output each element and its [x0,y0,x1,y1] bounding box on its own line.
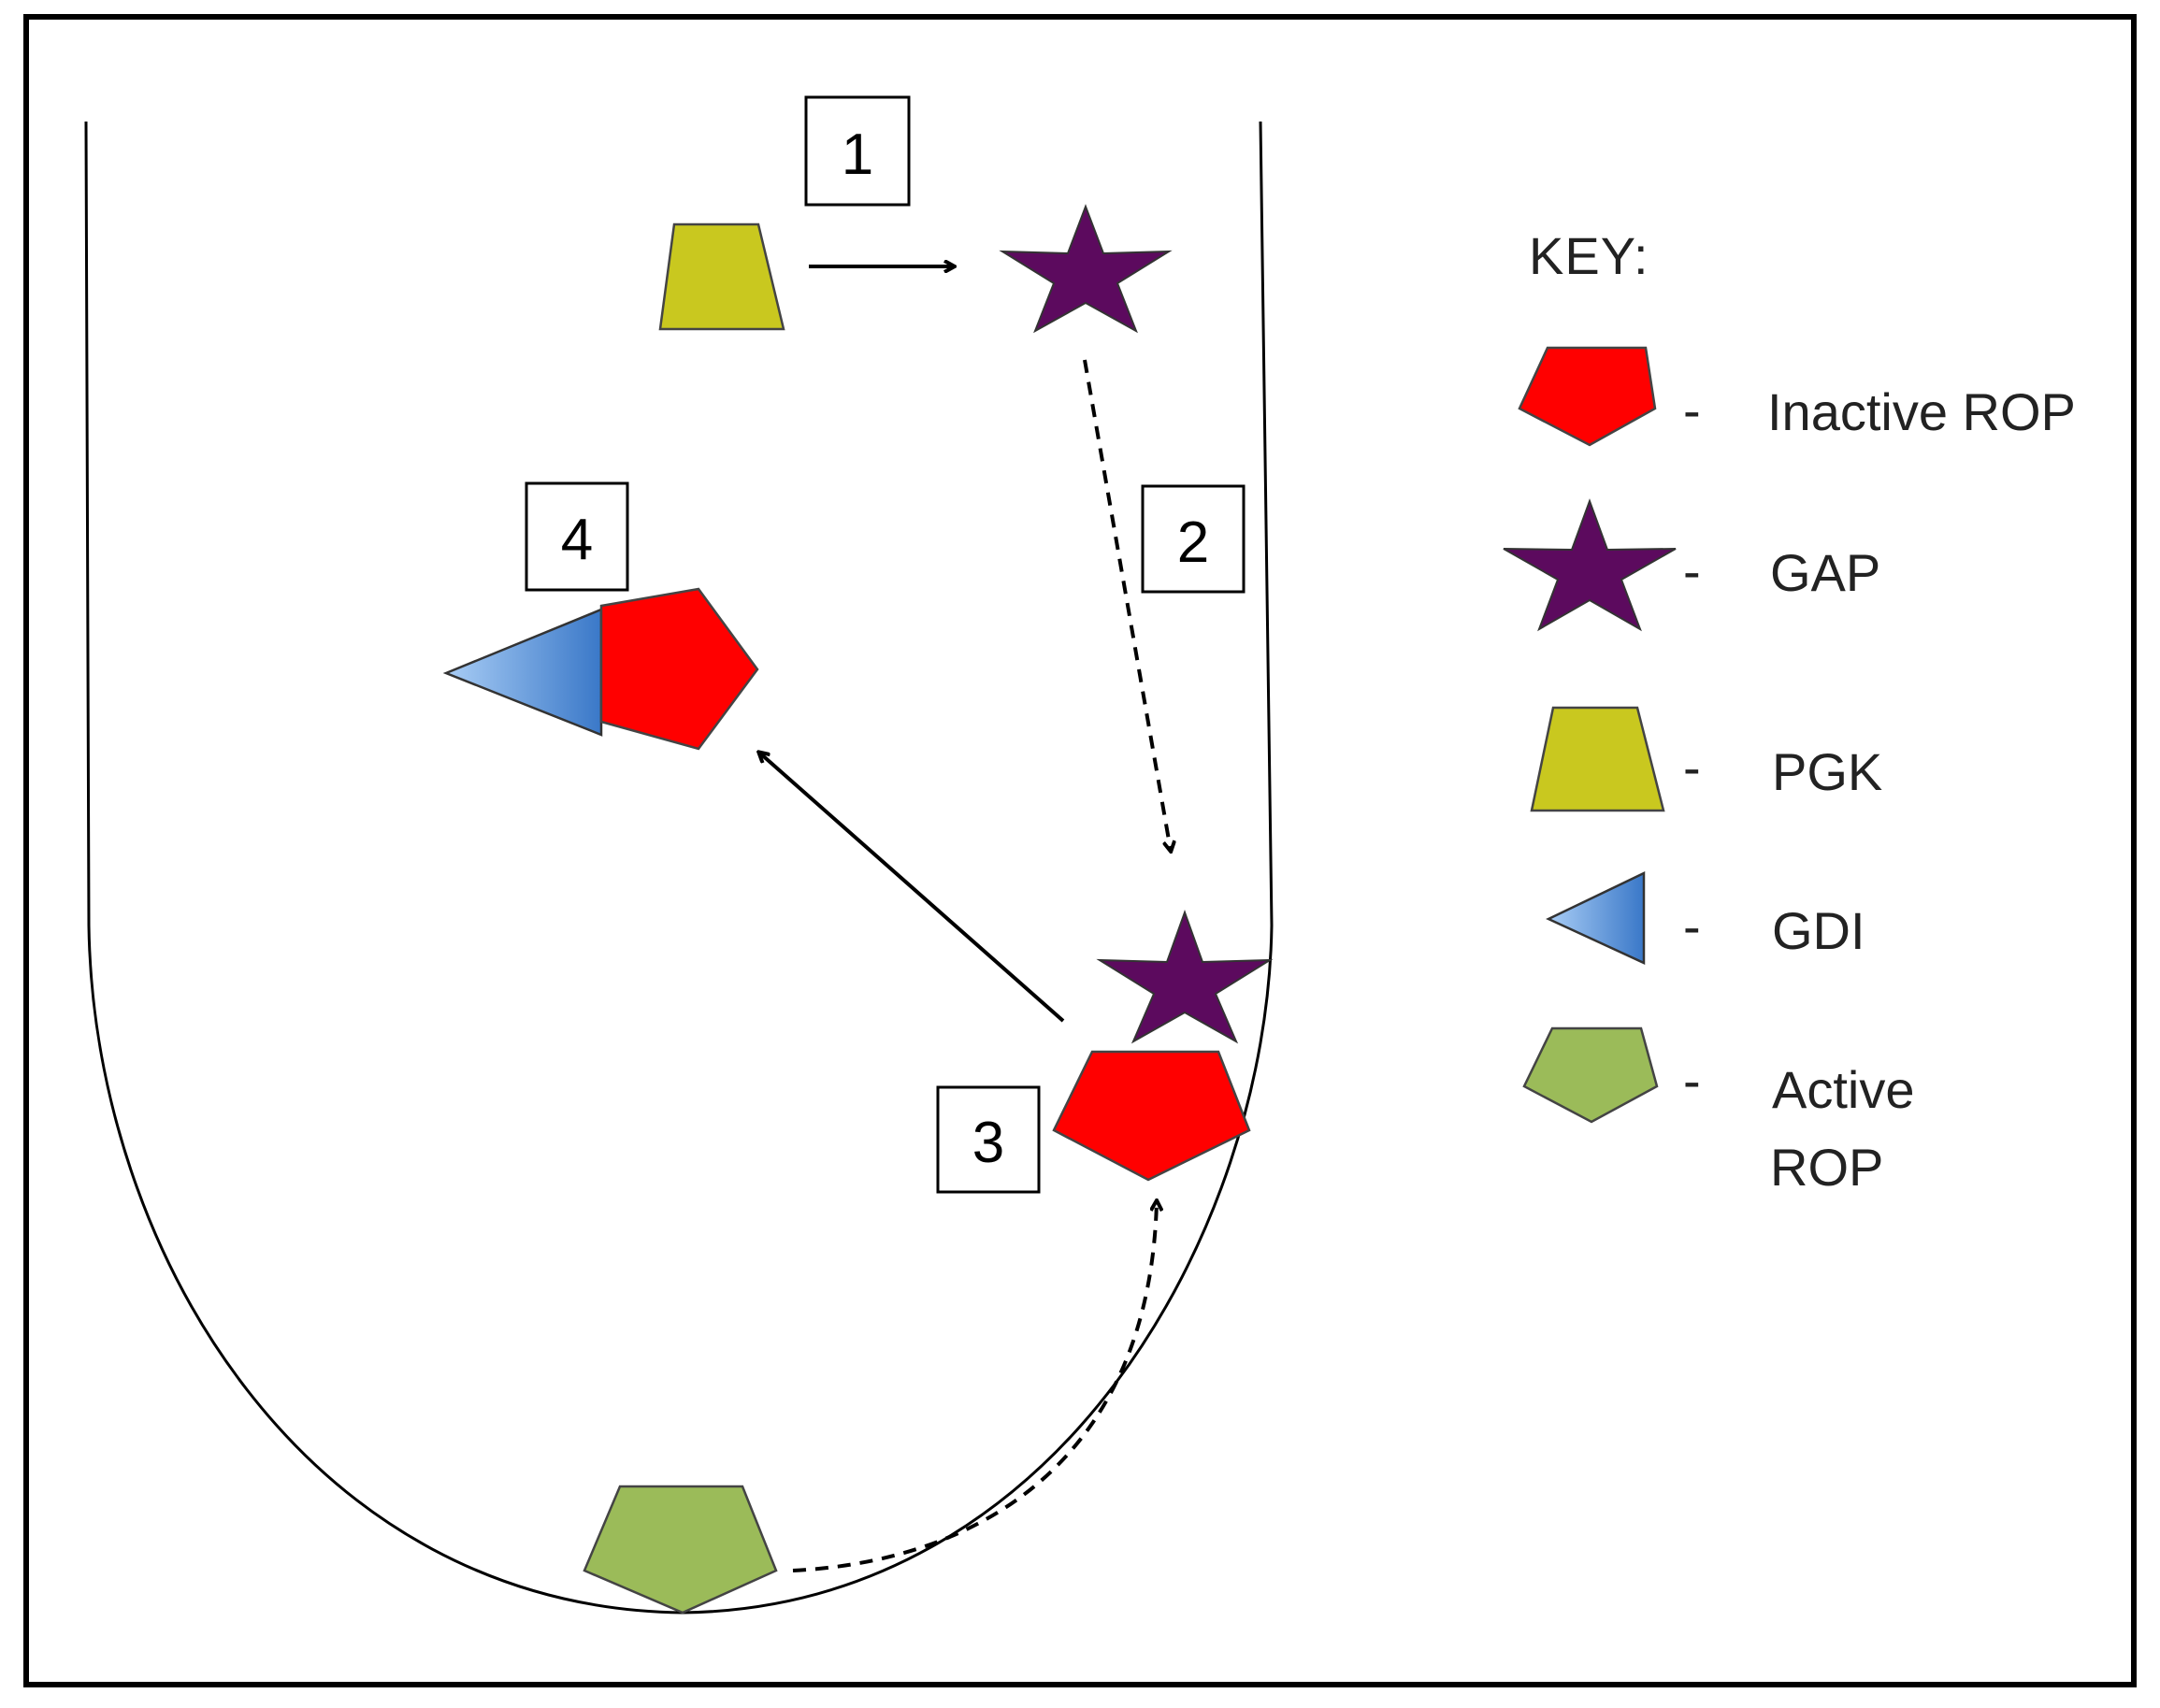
key-inactive-rop-icon [1518,346,1657,447]
pgk-trapezoid [658,222,785,331]
key-title: KEY: [1529,226,1649,285]
key-gdi-icon [1546,871,1646,965]
key-label-gap: GAP [1770,543,1880,602]
key-active-rop-icon [1522,1026,1659,1124]
key-label-pgk: PGK [1772,742,1882,801]
key-label-active-rop-line2: ROP [1770,1138,1883,1197]
key-dash-inactive-rop: - [1683,380,1701,439]
gap-star-membrane [1096,910,1274,1044]
step-box-2 [1141,484,1246,594]
key-label-active-rop-line1: Active [1772,1060,1915,1119]
key-dash-pgk: - [1683,738,1701,797]
step-box-3 [936,1085,1041,1194]
inactive-rop-cytosol [599,587,759,751]
inactive-rop-membrane [1052,1050,1251,1182]
active-rop-tip [583,1485,778,1615]
key-label-inactive-rop: Inactive ROP [1767,382,2076,441]
key-dash-gap: - [1683,541,1701,600]
key-label-gdi: GDI [1772,901,1865,960]
step-label-4: 4 [561,508,593,572]
arrow-gap-to-membrane [1083,359,1171,851]
step-box-1 [804,95,911,207]
key-gap-icon [1503,498,1677,632]
gap-star-top [999,204,1173,334]
key-dash-gdi: - [1683,897,1701,955]
key-dash-active-rop: - [1683,1051,1701,1110]
arrow-active-rop-to-membrane [792,1201,1157,1572]
step-label-1: 1 [842,122,873,187]
key-pgk-icon [1530,706,1665,812]
step-box-4 [525,481,629,592]
step-label-3: 3 [972,1111,1004,1175]
step-label-2: 2 [1177,510,1209,575]
arrow-rop-to-gdi-complex [759,753,1065,1023]
